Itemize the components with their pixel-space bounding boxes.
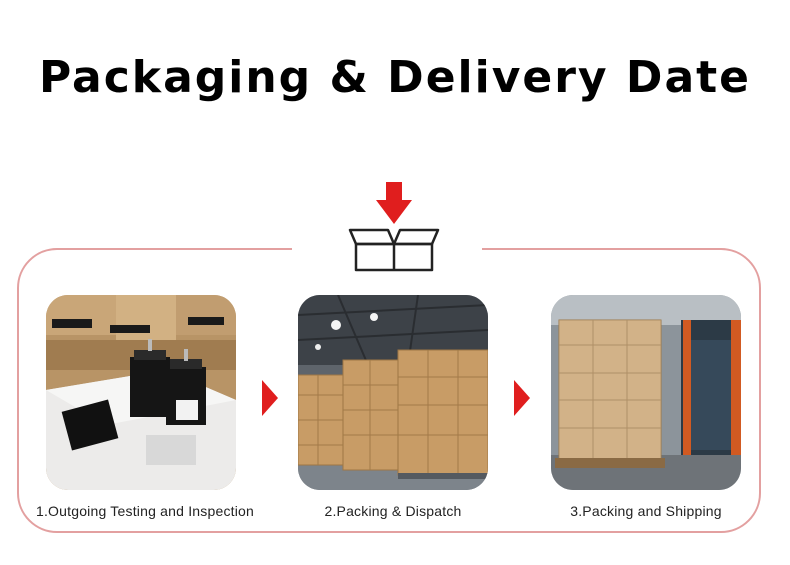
- open-box-with-down-arrow-icon: [348, 182, 440, 272]
- step-caption-1: 1.Outgoing Testing and Inspection: [35, 503, 255, 519]
- step-caption-3: 3.Packing and Shipping: [570, 503, 722, 519]
- step-arrow-icon: [514, 380, 530, 416]
- step-arrow-icon: [262, 380, 278, 416]
- page-title: Packaging & Delivery Date: [38, 52, 752, 103]
- step-caption-2: 2.Packing & Dispatch: [324, 503, 462, 519]
- photo-packing-shipping: [551, 295, 741, 490]
- frame-gap: [292, 240, 482, 260]
- photo-packing-dispatch: [298, 295, 488, 490]
- photo-outgoing-inspection: [46, 295, 236, 490]
